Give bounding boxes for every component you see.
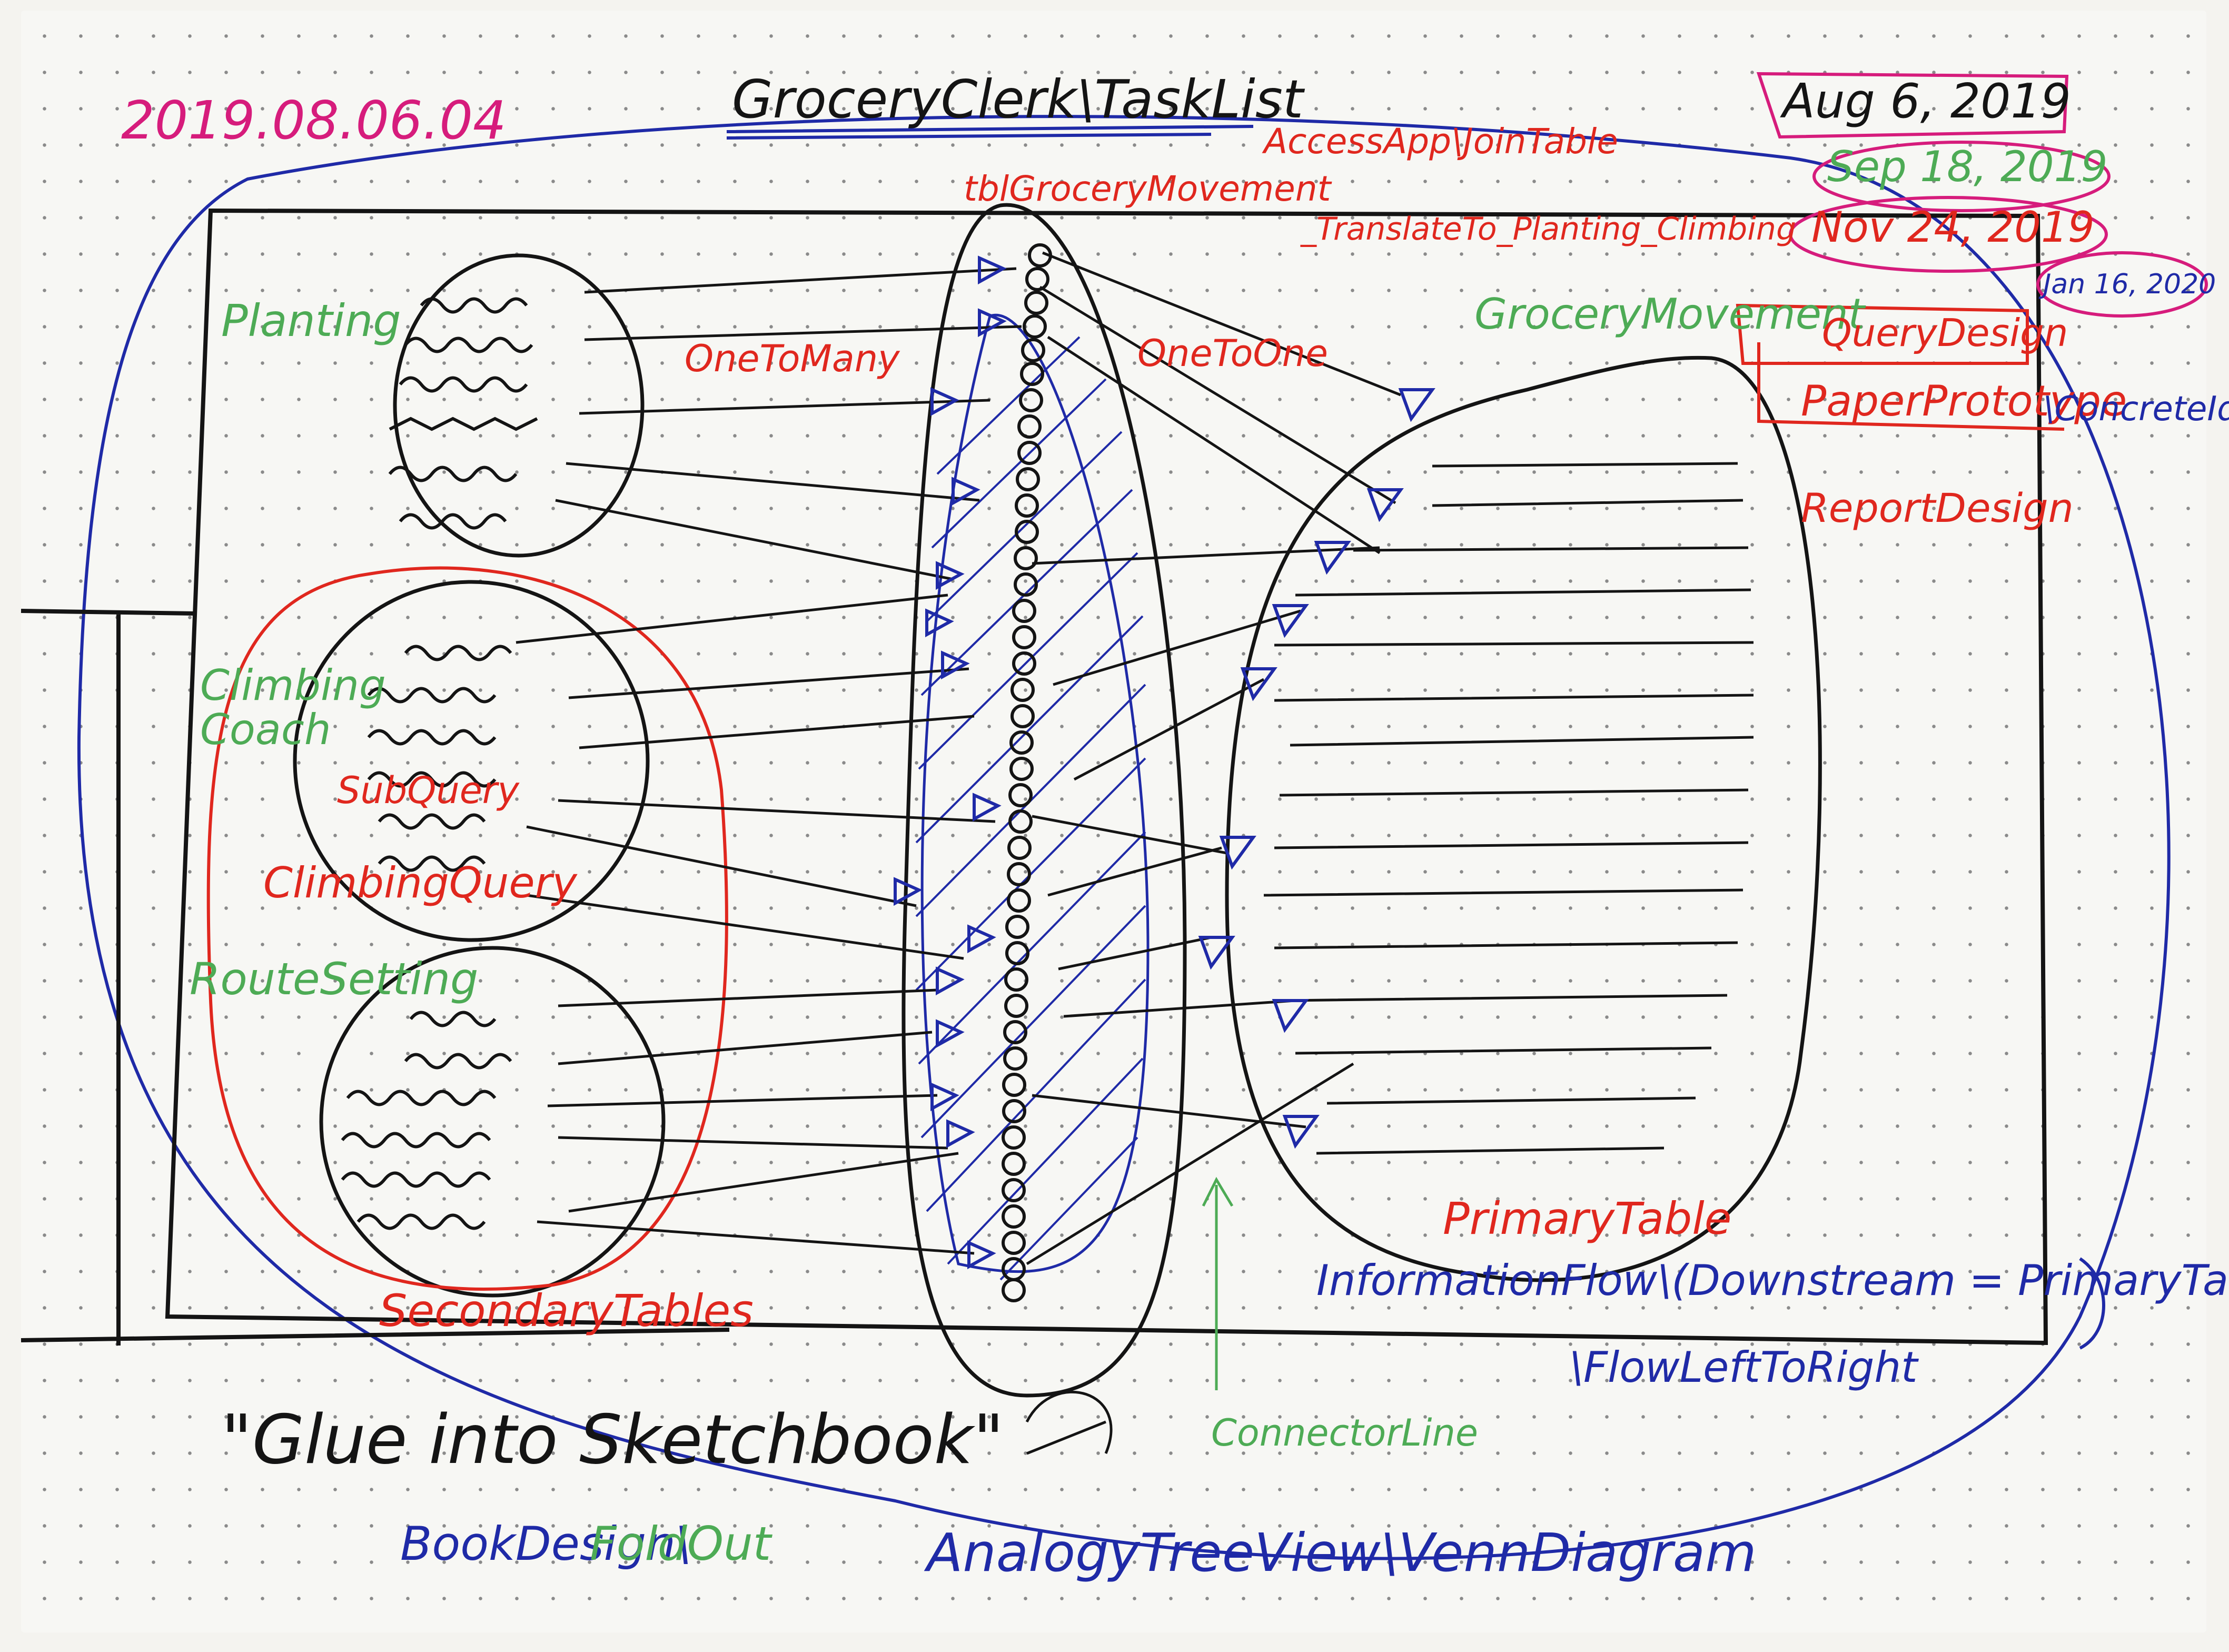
table-name: tblGroceryMovement <box>964 169 1331 209</box>
date-sep: Sep 18, 2019 <box>1827 142 2108 191</box>
paper-prototype-label: PaperPrototype <box>1801 377 2127 426</box>
connectors-right <box>1026 251 1401 1265</box>
information-flow-label: InformationFlow\(Downstream = PrimaryTab… <box>1316 1256 2229 1305</box>
field-rows <box>341 297 538 1230</box>
concrete-idea-label: \ConcreteIdea <box>2043 390 2229 429</box>
connector-line-arrow <box>1202 1176 1234 1390</box>
secondary-tables-label: SecondaryTables <box>379 1285 754 1337</box>
arrowheads <box>894 255 1435 1270</box>
route-setting-label: RouteSetting <box>190 953 479 1005</box>
hatching-lines <box>915 336 1146 1281</box>
scribble <box>1025 1390 1113 1455</box>
flow-bracket <box>2079 1257 2105 1350</box>
connector-line-label: ConnectorLine <box>1211 1411 1478 1455</box>
glue-note: "Glue into Sketchbook" <box>221 1401 1004 1479</box>
translate-note: _TranslateTo_Planting_Climbing <box>1301 211 1797 248</box>
subquery-label: SubQuery <box>337 769 519 812</box>
connectors-left <box>516 267 1022 1255</box>
primary-table-rows <box>1263 462 1754 1155</box>
page-title: GroceryClerk\TaskList <box>732 68 1304 130</box>
date-jan: Jan 16, 2020 <box>2043 269 2216 300</box>
climbing-query-label: ClimbingQuery <box>263 858 577 907</box>
query-design-label: QueryDesign <box>1822 311 2068 355</box>
main-frame <box>165 208 2048 1346</box>
date-nov: Nov 24, 2019 <box>1811 203 2095 252</box>
climbing-coach-label: Climbing Coach <box>200 661 386 754</box>
fold-out-strip <box>21 609 730 1346</box>
secondary-tables-group <box>206 566 728 1291</box>
one-to-many-label: OneToMany <box>685 337 900 380</box>
report-design-label: ReportDesign <box>1801 484 2074 531</box>
title-underline <box>726 125 1254 140</box>
climbing-coach-circle <box>293 580 650 942</box>
id-stamp: 2019.08.06.04 <box>121 90 507 151</box>
grocery-movement-label: GroceryMovement <box>1474 290 1865 339</box>
date-boxes <box>1756 72 2208 318</box>
primary-table-label: PrimaryTable <box>1443 1193 1732 1244</box>
route-setting-circle <box>319 946 666 1298</box>
fold-out-label: FoldOut <box>590 1517 771 1571</box>
design-box <box>1736 303 2065 431</box>
join-circles <box>1002 243 1052 1302</box>
planting-circle <box>393 253 645 558</box>
one-to-one-label: OneToOne <box>1137 332 1328 375</box>
planting-label: Planting <box>221 295 401 347</box>
hatched-region <box>920 313 1150 1273</box>
primary-table-ellipse <box>1225 355 1822 1282</box>
date-aug: Aug 6, 2019 <box>1782 74 2071 129</box>
junction-ellipse <box>901 203 1187 1398</box>
flow-left-to-right-label: \FlowLeftToRight <box>1569 1343 1918 1392</box>
subtitle: AccessApp\JoinTable <box>1264 121 1618 162</box>
outer-venn-loop <box>77 115 2171 1560</box>
analogy-label: AnalogyTreeView\VennDiagram <box>927 1522 1757 1584</box>
book-design-label: BookDesign\ <box>400 1517 691 1571</box>
